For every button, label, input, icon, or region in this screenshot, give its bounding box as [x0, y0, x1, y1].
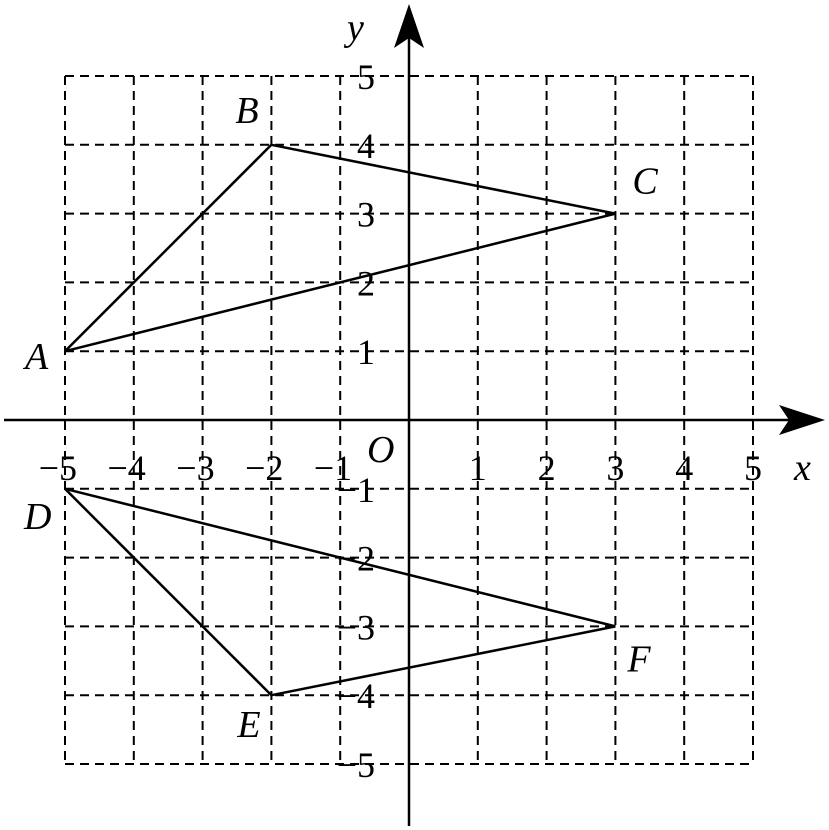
edge-DE	[64, 487, 273, 697]
vertex-label-B: B	[235, 90, 258, 132]
vertex-label-E: E	[236, 704, 260, 746]
vertex-labels: A B C D E F	[22, 90, 658, 746]
vertex-label-A: A	[22, 336, 49, 378]
x-tick-label: 3	[606, 448, 624, 488]
y-tick-label: 1	[357, 332, 375, 372]
x-tick-label: 5	[744, 448, 762, 488]
y-tick-label: 2	[357, 263, 375, 303]
edge-BC	[271, 143, 616, 215]
x-tick-label: 1	[469, 448, 487, 488]
edge-FD	[64, 487, 616, 628]
x-tick-label: −1	[314, 448, 352, 488]
vertex-label-D: D	[23, 496, 51, 538]
x-tick-label: 2	[538, 448, 556, 488]
y-tick-label: −4	[337, 676, 375, 716]
y-tick-label: −1	[337, 470, 375, 510]
vertex-label-C: C	[632, 161, 658, 203]
x-axis-name: x	[793, 447, 811, 489]
dashed-grid	[64, 75, 754, 765]
y-axis-name: y	[343, 7, 364, 49]
y-tick-label: 4	[357, 126, 375, 166]
triangles	[64, 143, 616, 697]
edge-AB	[64, 143, 273, 353]
vertex-label-F: F	[626, 638, 651, 680]
x-tick-label: −3	[176, 448, 214, 488]
x-tick-label: −5	[39, 448, 77, 488]
edge-CA	[64, 212, 616, 353]
y-tick-label: −5	[337, 745, 375, 785]
x-tick-label: 4	[675, 448, 693, 488]
axes: x y O	[4, 4, 825, 826]
y-tick-label: 3	[357, 195, 375, 235]
y-tick-label: −3	[337, 607, 375, 647]
x-tick-label: −4	[107, 448, 145, 488]
origin-label: O	[367, 429, 394, 471]
x-tick-labels: −5 −4 −3 −2 −1 1 2 3 4 5	[39, 448, 762, 488]
x-axis-arrowhead	[779, 405, 825, 435]
x-tick-label: −2	[245, 448, 283, 488]
edge-EF	[271, 625, 616, 697]
y-axis-arrowhead	[394, 4, 424, 48]
y-tick-label: 5	[357, 57, 375, 97]
